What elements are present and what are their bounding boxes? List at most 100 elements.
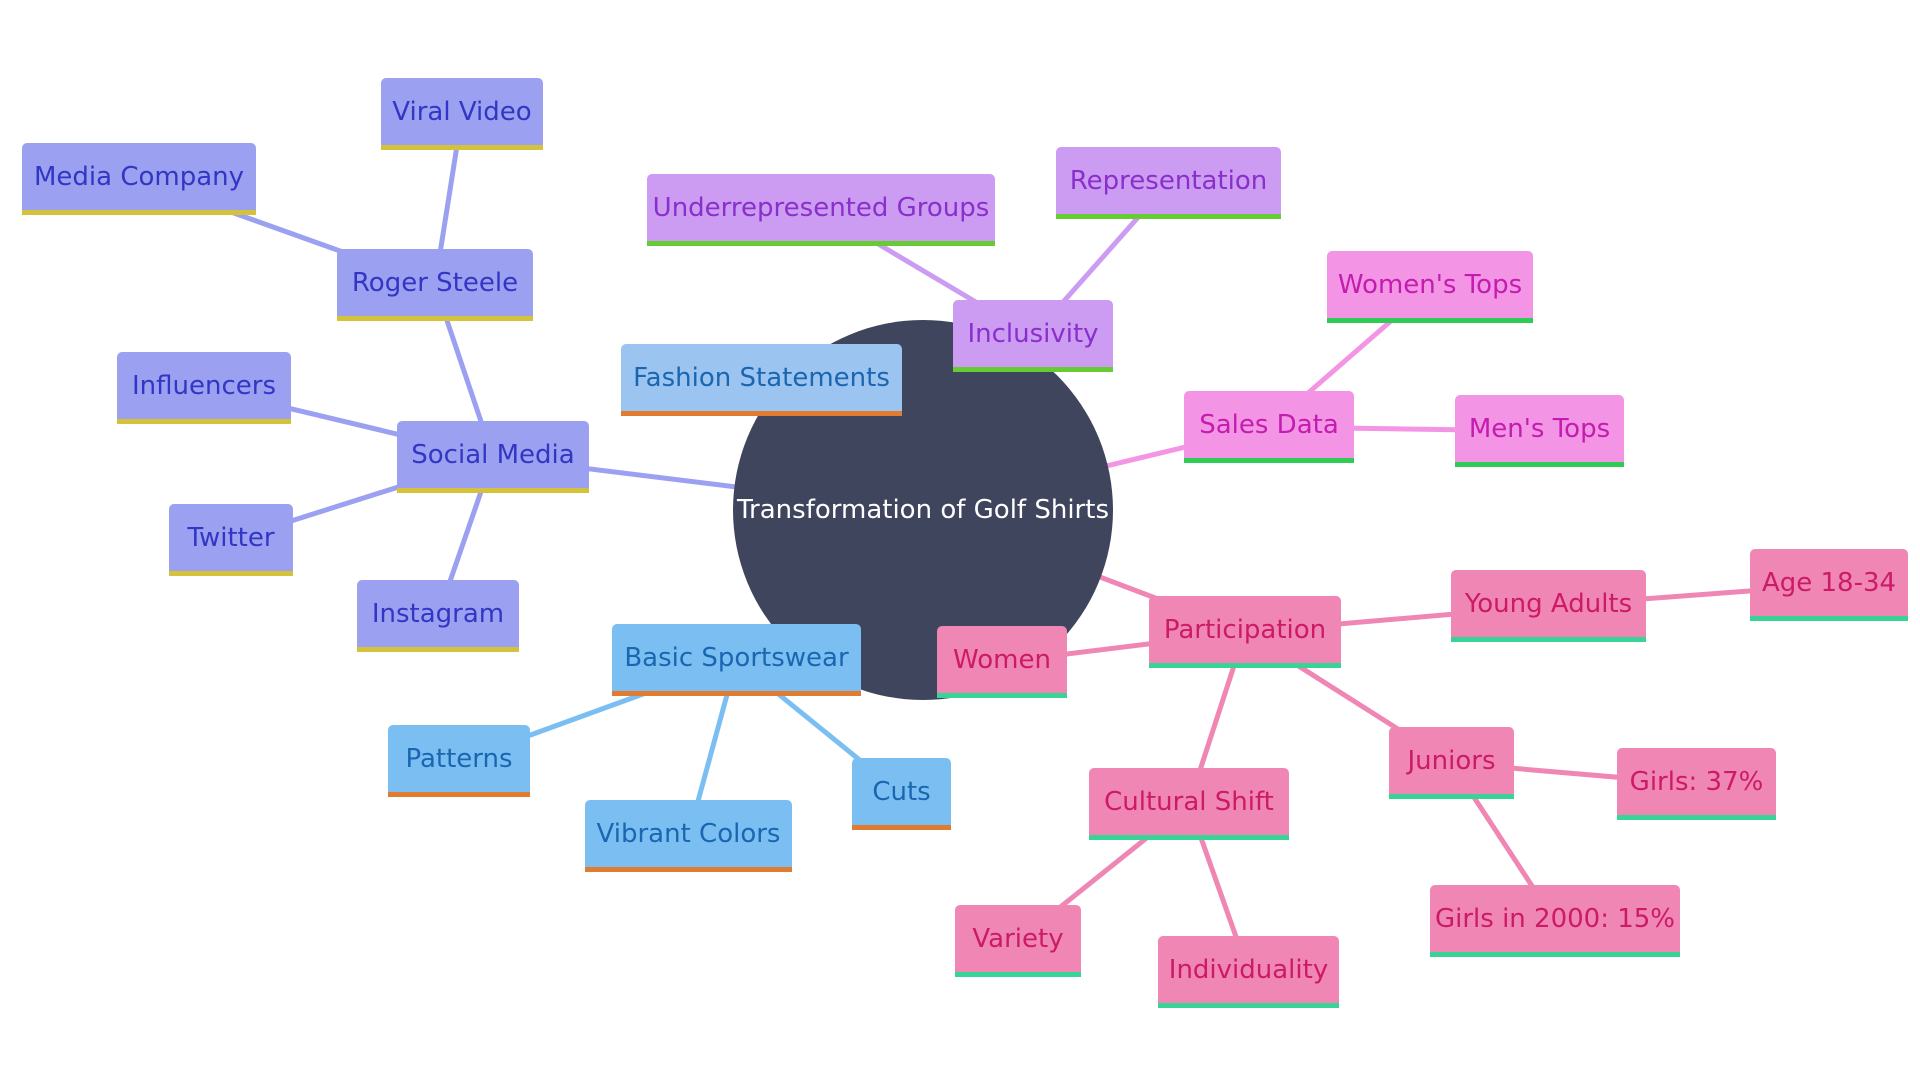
node-label: Vibrant Colors — [597, 819, 781, 849]
node-underline — [22, 210, 256, 215]
node-underline — [1750, 616, 1908, 621]
node-women[interactable]: Women — [937, 626, 1067, 698]
node-underline — [357, 647, 519, 652]
node-twitter[interactable]: Twitter — [169, 504, 293, 576]
node-underline — [1089, 835, 1289, 840]
node-underline — [1158, 1003, 1339, 1008]
node-roger-steele[interactable]: Roger Steele — [337, 249, 533, 321]
node-underline — [1184, 458, 1354, 463]
node-label: Sales Data — [1199, 410, 1339, 440]
node-label: Roger Steele — [352, 268, 518, 298]
node-box — [397, 421, 589, 493]
node-underline — [337, 316, 533, 321]
node-box — [169, 504, 293, 576]
node-label: Instagram — [372, 599, 504, 629]
node-underline — [1617, 815, 1776, 820]
node-box — [1617, 748, 1776, 820]
node-girls-2000-15[interactable]: Girls in 2000: 15% — [1430, 885, 1680, 957]
node-label: Media Company — [34, 162, 244, 192]
node-box — [953, 300, 1113, 372]
node-underline — [397, 488, 589, 493]
node-underline — [647, 241, 995, 246]
node-sales-data[interactable]: Sales Data — [1184, 391, 1354, 463]
node-young-adults[interactable]: Young Adults — [1451, 570, 1646, 642]
node-womens-tops[interactable]: Women's Tops — [1327, 251, 1533, 323]
node-label: Viral Video — [392, 97, 531, 127]
node-label: Juniors — [1406, 746, 1496, 776]
node-label: Cultural Shift — [1104, 787, 1274, 817]
node-box — [937, 626, 1067, 698]
node-underline — [1389, 794, 1514, 799]
node-label: Fashion Statements — [633, 363, 890, 393]
node-label: Basic Sportswear — [624, 643, 849, 673]
node-underline — [937, 693, 1067, 698]
node-label: Representation — [1070, 166, 1267, 196]
node-variety[interactable]: Variety — [955, 905, 1081, 977]
node-label: Women's Tops — [1338, 270, 1522, 300]
node-age-18-34[interactable]: Age 18-34 — [1750, 549, 1908, 621]
node-label: Age 18-34 — [1762, 568, 1896, 598]
node-label: Variety — [972, 924, 1063, 954]
node-mens-tops[interactable]: Men's Tops — [1455, 395, 1624, 467]
node-underrepresented-groups[interactable]: Underrepresented Groups — [647, 174, 995, 246]
node-instagram[interactable]: Instagram — [357, 580, 519, 652]
node-fashion-statements[interactable]: Fashion Statements — [621, 344, 902, 416]
node-box — [1089, 768, 1289, 840]
node-box — [621, 344, 902, 416]
node-label: Young Adults — [1464, 589, 1632, 619]
node-box — [357, 580, 519, 652]
node-label: Underrepresented Groups — [653, 193, 990, 223]
root-label: Transformation of Golf Shirts — [736, 495, 1109, 525]
node-box — [585, 800, 792, 872]
node-label: Inclusivity — [967, 319, 1098, 349]
node-underline — [117, 419, 291, 424]
node-cuts[interactable]: Cuts — [852, 758, 951, 830]
node-underline — [1056, 214, 1281, 219]
node-representation[interactable]: Representation — [1056, 147, 1281, 219]
node-underline — [169, 571, 293, 576]
node-box — [852, 758, 951, 830]
node-box — [22, 143, 256, 215]
node-basic-sportswear[interactable]: Basic Sportswear — [612, 624, 861, 696]
node-box — [1389, 727, 1514, 799]
node-girls-37[interactable]: Girls: 37% — [1617, 748, 1776, 820]
node-patterns[interactable]: Patterns — [388, 725, 530, 797]
node-social-media[interactable]: Social Media — [397, 421, 589, 493]
node-box — [612, 624, 861, 696]
node-box — [1184, 391, 1354, 463]
node-box — [955, 905, 1081, 977]
node-juniors[interactable]: Juniors — [1389, 727, 1514, 799]
node-cultural-shift[interactable]: Cultural Shift — [1089, 768, 1289, 840]
node-influencers[interactable]: Influencers — [117, 352, 291, 424]
node-inclusivity[interactable]: Inclusivity — [953, 300, 1113, 372]
node-label: Men's Tops — [1469, 414, 1610, 444]
node-label: Influencers — [132, 371, 276, 401]
node-box — [647, 174, 995, 246]
node-underline — [955, 972, 1081, 977]
node-box — [1750, 549, 1908, 621]
node-media-company[interactable]: Media Company — [22, 143, 256, 215]
node-box — [117, 352, 291, 424]
node-label: Twitter — [186, 523, 274, 553]
node-participation[interactable]: Participation — [1149, 596, 1341, 668]
node-underline — [585, 867, 792, 872]
nodes-layer: Social Media Roger Steele Viral VideoMedia… — [22, 78, 1908, 1008]
node-underline — [1455, 462, 1624, 467]
node-vibrant-colors[interactable]: Vibrant Colors — [585, 800, 792, 872]
node-box — [1430, 885, 1680, 957]
node-individuality[interactable]: Individuality — [1158, 936, 1339, 1008]
node-underline — [1149, 663, 1341, 668]
node-box — [1158, 936, 1339, 1008]
node-box — [1327, 251, 1533, 323]
node-underline — [852, 825, 951, 830]
node-label: Girls: 37% — [1630, 767, 1764, 797]
node-underline — [1430, 952, 1680, 957]
node-label: Patterns — [405, 744, 512, 774]
node-viral-video[interactable]: Viral Video — [381, 78, 543, 150]
node-box — [1056, 147, 1281, 219]
node-box — [1451, 570, 1646, 642]
node-underline — [388, 792, 530, 797]
node-label: Individuality — [1169, 955, 1328, 985]
node-box — [1149, 596, 1341, 668]
